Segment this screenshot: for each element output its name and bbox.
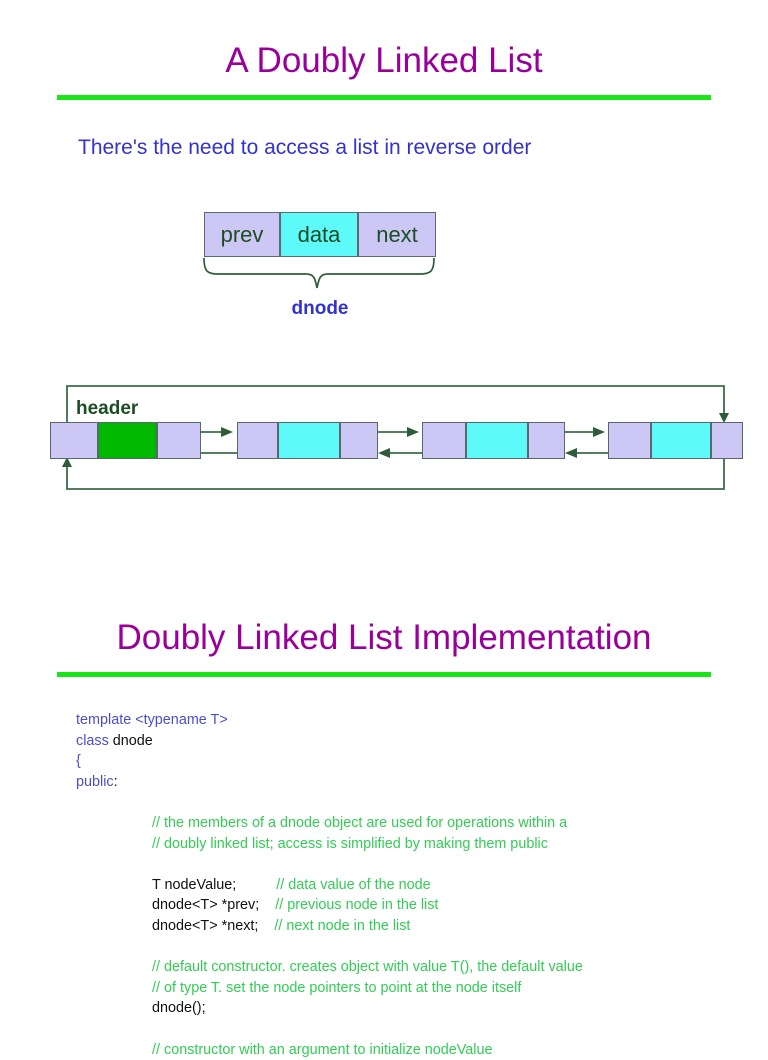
title-rule-2 <box>57 672 711 677</box>
dnode-brace-label: dnode <box>204 298 436 320</box>
node-2-next <box>528 422 565 459</box>
code-token: : <box>114 774 118 790</box>
code-token: // data value of the node <box>276 877 430 893</box>
node-3-prev <box>608 422 651 459</box>
code-line <box>0 1019 768 1040</box>
page-title-2: Doubly Linked List Implementation <box>0 618 768 658</box>
node-header-prev <box>50 422 98 459</box>
code-line <box>0 937 768 958</box>
dnode-cell-next: next <box>358 212 436 257</box>
code-token: class <box>76 733 113 749</box>
slide-page: { "slide1": { "title": "A Doubly Linked … <box>0 0 768 1024</box>
code-token: dnode<T> *prev; <box>152 897 259 913</box>
code-token: // previous node in the list <box>275 897 438 913</box>
node-header-next <box>157 422 201 459</box>
page-title-1: A Doubly Linked List <box>0 41 768 81</box>
code-token: // next node in the list <box>274 918 410 934</box>
code-token: { <box>76 753 81 769</box>
code-line: // of type T. set the node pointers to p… <box>0 978 768 999</box>
code-token: // doubly linked list; access is simplif… <box>152 836 548 852</box>
code-token: public <box>76 774 114 790</box>
header-label: header <box>76 398 138 420</box>
title-rule-1 <box>57 95 711 100</box>
node-2-prev <box>422 422 466 459</box>
code-line: class dnode <box>0 731 768 752</box>
code-token <box>259 897 275 913</box>
node-1-prev <box>237 422 278 459</box>
list-node-1 <box>237 422 378 459</box>
code-line: dnode<T> *next; // next node in the list <box>0 916 768 937</box>
list-node-3 <box>608 422 743 459</box>
code-token: dnode<T> *next; <box>152 918 258 934</box>
code-line: // doubly linked list; access is simplif… <box>0 834 768 855</box>
code-line: // the members of a dnode object are use… <box>0 813 768 834</box>
code-token: dnode <box>113 733 153 749</box>
code-token: typename <box>144 712 207 728</box>
code-line: template <typename T> <box>0 710 768 731</box>
code-token: < <box>135 712 143 728</box>
code-listing: template <typename T>class dnode{public:… <box>0 710 768 1060</box>
node-1-next <box>340 422 378 459</box>
arrowhead-prev-2 <box>378 448 390 458</box>
arrowhead-prev-3 <box>565 448 577 458</box>
code-token: T nodeValue; <box>152 877 236 893</box>
arrowhead-next-1 <box>221 427 233 437</box>
code-token: template <box>76 712 135 728</box>
code-line <box>0 854 768 875</box>
dnode-cell-data: data <box>280 212 358 257</box>
dnode-cell-prev: prev <box>204 212 280 257</box>
code-token <box>258 918 274 934</box>
code-line: dnode(); <box>0 998 768 1019</box>
code-token: // the members of a dnode object are use… <box>152 815 567 831</box>
list-node-header <box>50 422 201 459</box>
arrowhead-next-3 <box>593 427 605 437</box>
code-line: dnode<T> *prev; // previous node in the … <box>0 895 768 916</box>
code-token: T> <box>207 712 228 728</box>
node-3-data <box>651 422 711 459</box>
code-token <box>236 877 276 893</box>
subtitle-text: There's the need to access a list in rev… <box>78 136 531 160</box>
code-line: // default constructor. creates object w… <box>0 957 768 978</box>
dnode-brace-icon <box>196 256 446 296</box>
code-token: dnode(); <box>152 1000 206 1016</box>
code-line: // constructor with an argument to initi… <box>0 1040 768 1060</box>
code-line: T nodeValue; // data value of the node <box>0 875 768 896</box>
node-1-data <box>278 422 340 459</box>
node-3-next <box>711 422 743 459</box>
code-token: // default constructor. creates object w… <box>152 959 583 975</box>
code-token: // constructor with an argument to initi… <box>152 1042 493 1058</box>
code-token: // of type T. set the node pointers to p… <box>152 980 521 996</box>
node-2-data <box>466 422 528 459</box>
arrowhead-next-2 <box>407 427 419 437</box>
code-line: { <box>0 751 768 772</box>
code-line <box>0 792 768 813</box>
code-line: public: <box>0 772 768 793</box>
node-header-data <box>98 422 157 459</box>
list-node-2 <box>422 422 565 459</box>
